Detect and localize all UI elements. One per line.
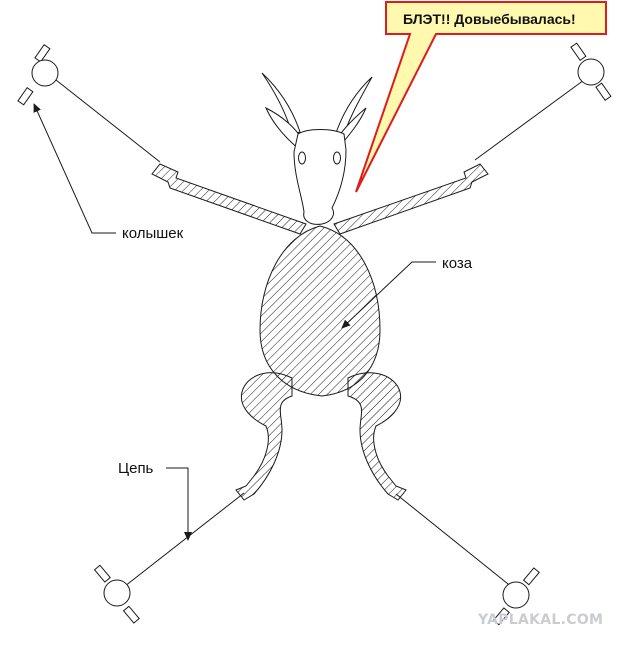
speech-callout: БЛЭТ!! Довыебывалась! — [355, 1, 607, 193]
label-chain: Цепь — [118, 460, 154, 477]
goat-eye-right — [333, 151, 341, 165]
peg-bottom-right — [492, 567, 540, 626]
goat-leg-right — [347, 372, 407, 501]
goat-leg-left — [235, 372, 293, 501]
label-peg: колышек — [122, 225, 184, 242]
goat-arm-left — [151, 163, 307, 235]
goat-body — [259, 225, 381, 397]
goat-arm-right — [333, 163, 489, 235]
peg-top-left — [17, 44, 59, 106]
label-chain-annotation: Цепь — [118, 460, 192, 541]
callout-bubble — [355, 1, 607, 193]
label-goat-annotation: коза — [341, 255, 473, 329]
chain-bottom-right — [395, 493, 519, 593]
goat-horn-left — [261, 72, 301, 135]
chain-top-left — [55, 79, 161, 163]
goat-figure — [151, 72, 489, 501]
goat-eye-left — [298, 151, 306, 165]
callout-text: БЛЭТ!! Довыебывалась! — [403, 11, 576, 27]
watermark-text: YAPLAKAL.COM — [477, 612, 603, 628]
chain-bottom-left — [119, 492, 245, 591]
label-goat: коза — [442, 255, 473, 272]
goat-horn-right — [335, 76, 373, 138]
chains — [55, 79, 585, 593]
peg-top-right — [570, 42, 612, 101]
chain-top-right — [474, 79, 585, 161]
goat-head — [293, 129, 347, 225]
peg-bottom-left — [93, 564, 140, 624]
label-peg-annotation: колышек — [33, 103, 184, 242]
